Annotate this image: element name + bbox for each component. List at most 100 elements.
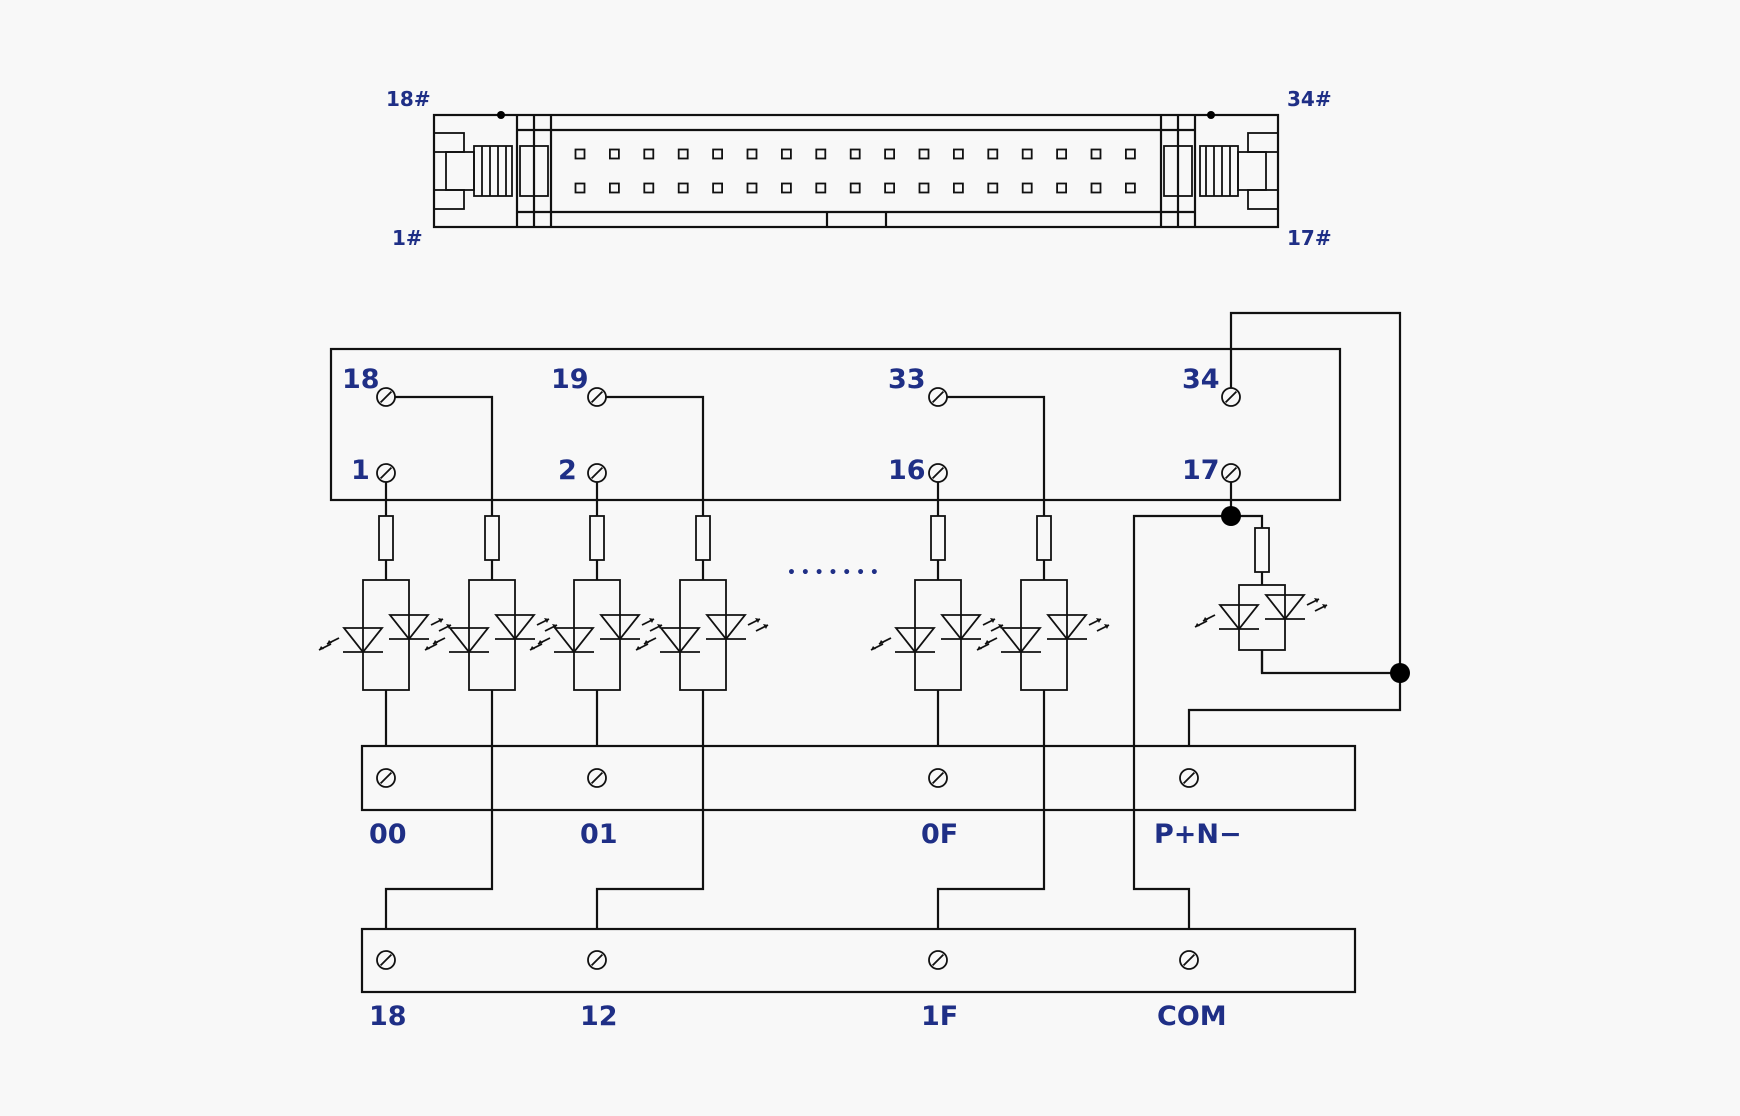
connector-pin (574, 148, 586, 160)
connector-label-top-left: 18# (386, 87, 431, 111)
opto-channel (870, 515, 1110, 691)
optocoupler-box (679, 579, 727, 691)
terminal-label-12: 12 (580, 1001, 618, 1032)
terminal-labels: 00 01 0F P+N− 18 12 1F COM (369, 819, 1242, 1032)
connector-pin (987, 148, 999, 160)
terminal-screw-lower (587, 950, 607, 970)
connector-pin (712, 148, 723, 160)
pcb-screw-bottom (1221, 463, 1241, 483)
connector-pin (918, 182, 930, 194)
opto-channel (318, 515, 558, 691)
terminal-label-0F: 0F (921, 819, 958, 850)
connector-pin (918, 148, 930, 160)
left-latch (433, 132, 549, 210)
pcb-labels: 18 19 33 34 1 2 16 17 (342, 364, 1220, 486)
terminal-block-upper (360, 744, 1357, 812)
opto-channel (529, 515, 769, 691)
right-latch (1163, 132, 1279, 210)
indicator-led-icon (494, 614, 558, 641)
input-led-icon (318, 627, 384, 654)
connector-pin (574, 182, 586, 194)
terminal-block-lower (360, 927, 1357, 994)
junction-dot-com (1221, 506, 1241, 526)
com-indicator-led (1194, 527, 1328, 673)
connector-pin (884, 148, 895, 160)
idc-connector: 18# 34# 1# 17# (386, 87, 1332, 250)
pcb-label-16: 16 (888, 455, 926, 486)
terminal-label-01: 01 (580, 819, 618, 850)
terminal-label-com: COM (1157, 1001, 1227, 1032)
connector-pin (781, 182, 792, 194)
terminal-screw-lower (928, 950, 948, 970)
connector-pin (1090, 182, 1102, 194)
pcb-label-19: 19 (551, 364, 589, 395)
pcb-label-18: 18 (342, 364, 380, 395)
connector-pin (1021, 182, 1033, 194)
resistor (589, 515, 605, 561)
connector-pin (815, 148, 827, 160)
pcb-screw-top (1221, 387, 1241, 407)
connector-pin (643, 148, 655, 160)
terminal-screw-lower (1179, 950, 1199, 970)
indicator-led-icon (599, 614, 663, 641)
connector-pin (1090, 148, 1102, 160)
connector-pin (677, 182, 689, 194)
connector-pins (574, 148, 1136, 194)
connector-pin (677, 148, 689, 160)
connector-pin (1125, 182, 1136, 194)
connector-label-bottom-left: 1# (392, 226, 423, 250)
pcb-screw-top (376, 387, 396, 407)
input-led-icon (976, 627, 1042, 654)
input-led-icon (424, 627, 490, 654)
pcb-screws (376, 387, 1241, 483)
input-led-icon (635, 627, 701, 654)
connector-pin (884, 182, 895, 194)
com-indicator-led-icon (1264, 594, 1328, 621)
pcb-label-33: 33 (888, 364, 926, 395)
pcb-label-1: 1 (351, 455, 370, 486)
terminal-screw-upper (376, 768, 396, 788)
resistor (1036, 515, 1052, 561)
optocoupler-box (362, 579, 410, 691)
connector-pin (987, 182, 999, 194)
wiring-over-block (490, 746, 1136, 810)
terminal-screws (376, 768, 1199, 970)
pcb-screw-bottom (376, 463, 396, 483)
pcb-label-17: 17 (1182, 455, 1220, 486)
pcb-label-34: 34 (1182, 364, 1220, 395)
resistor (378, 515, 394, 561)
input-led-icon (870, 627, 936, 654)
indicator-led-icon (388, 614, 452, 641)
indicator-led-icon (940, 614, 1004, 641)
connector-pin (1056, 148, 1067, 160)
com-input-led-icon (1194, 604, 1260, 631)
opto-channels (318, 515, 1110, 691)
terminal-label-18: 18 (369, 1001, 407, 1032)
terminal-screw-lower (376, 950, 396, 970)
connector-pin (1125, 148, 1136, 160)
optocoupler-box (573, 579, 621, 691)
optocoupler-box (1020, 579, 1068, 691)
terminal-screw-upper (1179, 768, 1199, 788)
pcb-label-2: 2 (558, 455, 577, 486)
junction-dot-pn (1390, 663, 1410, 683)
optocoupler-box (468, 579, 516, 691)
pcb-screw-top (587, 387, 607, 407)
connector-pin (1056, 182, 1067, 194)
connector-pcb (329, 347, 1342, 502)
optocoupler-box (914, 579, 962, 691)
connector-pin (815, 182, 827, 194)
indicator-led-icon (705, 614, 769, 641)
terminal-label-1F: 1F (921, 1001, 958, 1032)
resistor (1254, 527, 1270, 573)
terminal-screw-upper (587, 768, 607, 788)
connector-pin (953, 182, 964, 194)
wiring (384, 311, 1402, 929)
connector-pin (712, 182, 723, 194)
terminal-label-pn: P+N− (1154, 819, 1242, 850)
connector-label-bottom-right: 17# (1287, 226, 1332, 250)
connector-pin (781, 148, 792, 160)
connector-pin (609, 148, 620, 160)
connector-pin (746, 182, 758, 194)
resistor (930, 515, 946, 561)
